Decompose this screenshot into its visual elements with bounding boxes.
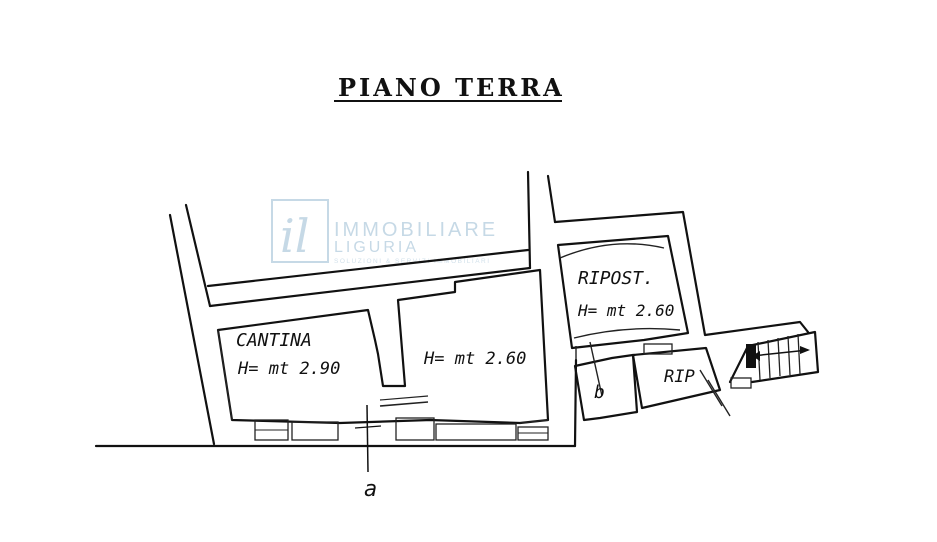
cantina-name: CANTINA	[236, 330, 312, 351]
bottom-openings	[254, 395, 549, 441]
watermark-logo: il IMMOBILIARE LIGURIA SOLUZIONI & SERVI…	[271, 199, 498, 265]
watermark-line2: LIGURIA	[334, 239, 419, 256]
ripostiglio-room	[556, 234, 690, 350]
rip-name: RIP	[664, 367, 695, 387]
section-label-a: a	[364, 477, 377, 502]
right-block-outer	[553, 210, 810, 337]
cantina-room	[216, 268, 550, 425]
left-outer-wall	[168, 213, 216, 446]
section-label-b: b	[594, 382, 605, 403]
room2-height: H= mt 2.60	[423, 349, 526, 369]
ripostiglio-name: RIPOST.	[578, 268, 654, 289]
section-line-a	[354, 404, 382, 473]
rip-room	[631, 346, 722, 410]
watermark-line3: SOLUZIONI & SERVIZI IMMOBILIARI	[334, 258, 491, 265]
staircase	[728, 330, 820, 389]
small-room-b	[573, 353, 639, 422]
watermark-line1: IMMOBILIARE	[334, 219, 498, 241]
ripostiglio-height: H= mt 2.60	[577, 301, 674, 320]
svg-text:il: il	[280, 209, 309, 263]
plan-title: PIANO TERRA	[338, 73, 565, 102]
cantina-height: H= mt 2.90	[237, 359, 340, 379]
top-wall	[206, 248, 530, 288]
